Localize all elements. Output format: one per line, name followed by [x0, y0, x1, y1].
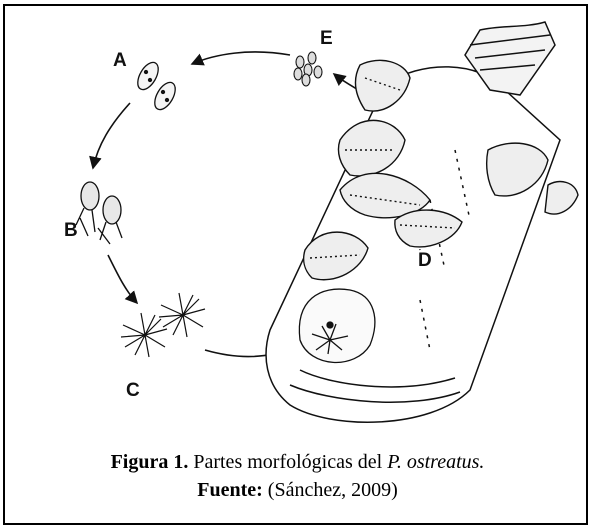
label-b: B: [64, 220, 78, 242]
species-name: P. ostreatus.: [387, 451, 484, 473]
label-e: E: [320, 28, 333, 50]
figure-caption: Figura 1. Partes morfológicas del P. ost…: [0, 451, 595, 474]
arrow-b-to-c: [108, 255, 137, 303]
source-label: Fuente:: [197, 479, 263, 501]
stage-a-spores: [134, 59, 180, 113]
arrow-e-to-a: [192, 52, 290, 64]
source-text: (Sánchez, 2009): [263, 479, 398, 501]
label-d: D: [418, 250, 432, 272]
pleurotus-lifecycle-illustration: [0, 0, 595, 430]
figure-label: Figura 1.: [111, 451, 189, 473]
stage-c-mycelium: [121, 293, 205, 357]
label-c: C: [126, 380, 140, 402]
bag-window-mycelium: [299, 289, 374, 362]
caption-text: Partes morfológicas del: [188, 451, 387, 473]
stage-b-germination: [76, 182, 122, 244]
figure-source: Fuente: (Sánchez, 2009): [0, 479, 595, 502]
arrow-a-to-b: [93, 103, 130, 168]
stage-e-basidiospores: [294, 52, 322, 86]
label-a: A: [113, 50, 127, 72]
